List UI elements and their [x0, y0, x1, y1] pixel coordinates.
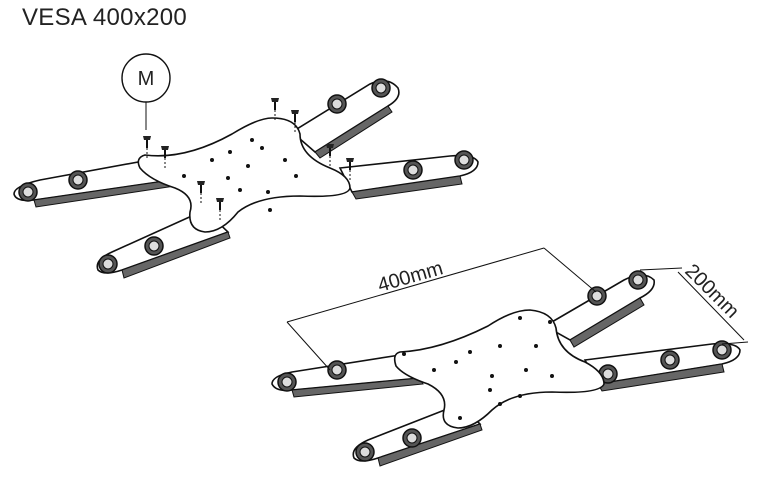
- arm-upper-right-bottom: [543, 270, 656, 348]
- arm-left: [13, 157, 176, 208]
- arm-left-bottom: [271, 354, 424, 398]
- arm-right-bottom: [583, 340, 741, 392]
- arm-right: [338, 150, 479, 200]
- bottom-plate-assembly: [271, 270, 741, 467]
- diagram-title: VESA 400x200: [22, 4, 188, 31]
- dimension-400: [286, 247, 597, 371]
- callout-letter: M: [138, 68, 155, 90]
- screw-callout: M: [121, 53, 171, 130]
- dimension-width-label: 400mm: [375, 257, 445, 297]
- center-plate-top: [137, 117, 351, 233]
- dimension-200: [639, 267, 749, 345]
- top-plate-assembly: [13, 78, 479, 279]
- arm-upper-right: [290, 78, 400, 159]
- dimension-height-label: 200mm: [680, 260, 743, 323]
- center-plate-bottom: [393, 309, 605, 429]
